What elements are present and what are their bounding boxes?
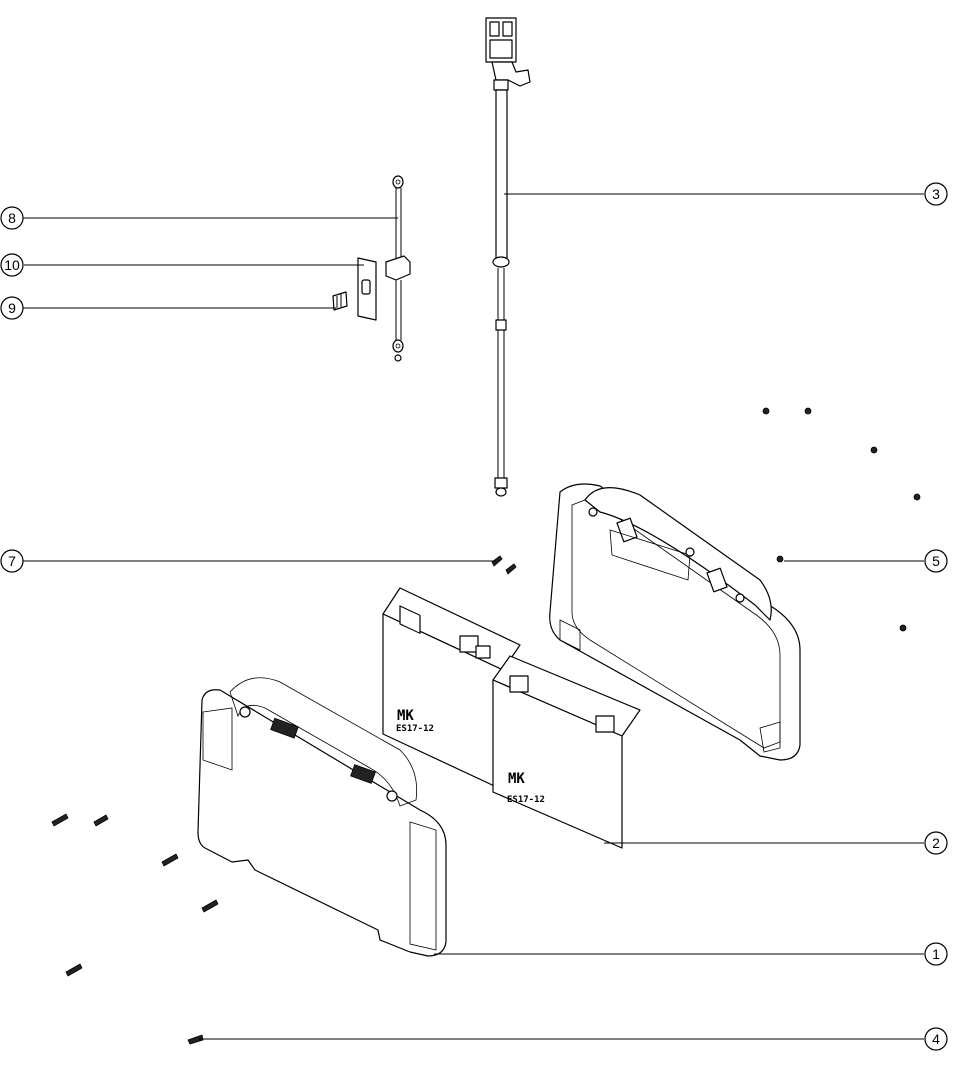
callout-5-label: 5 — [932, 553, 940, 569]
callout-10: 10 — [0, 253, 24, 277]
wiring-harness-part-3 — [485, 17, 531, 497]
screws-part-7 — [491, 555, 517, 575]
callout-8-label: 8 — [8, 210, 16, 226]
blade-fuse-part-9 — [332, 291, 348, 311]
callout-3-label: 3 — [932, 186, 940, 202]
battery-left-brand: MK — [397, 708, 414, 724]
callout-2-label: 2 — [932, 835, 940, 851]
callout-8: 8 — [0, 206, 24, 230]
nuts-part-5 — [762, 407, 921, 632]
callout-3: 3 — [924, 182, 948, 206]
battery-right-model: ES17-12 — [507, 795, 545, 805]
callout-2: 2 — [924, 831, 948, 855]
callout-4-label: 4 — [932, 1031, 940, 1047]
leader-lines — [22, 193, 924, 1040]
front-housing-part-1 — [197, 677, 447, 957]
callout-9-label: 9 — [8, 300, 16, 316]
battery-labels: MK ES17-12 MK ES17-12 — [396, 708, 545, 805]
battery-right-brand: MK — [508, 771, 525, 787]
fuse-holder-plate-part-10 — [357, 257, 377, 321]
callout-1-label: 1 — [932, 946, 940, 962]
battery-left — [382, 587, 521, 791]
fuse-wire-part-8 — [385, 175, 411, 362]
battery-right — [492, 655, 641, 849]
callout-5: 5 — [924, 549, 948, 573]
callout-10-label: 10 — [4, 257, 20, 273]
rear-housing — [549, 483, 801, 761]
callout-4: 4 — [924, 1027, 948, 1051]
callout-7-label: 7 — [8, 553, 16, 569]
callout-7: 7 — [0, 549, 24, 573]
callout-9: 9 — [0, 296, 24, 320]
battery-left-model: ES17-12 — [396, 724, 434, 734]
screws-part-4 — [51, 813, 219, 1045]
callout-1: 1 — [924, 942, 948, 966]
